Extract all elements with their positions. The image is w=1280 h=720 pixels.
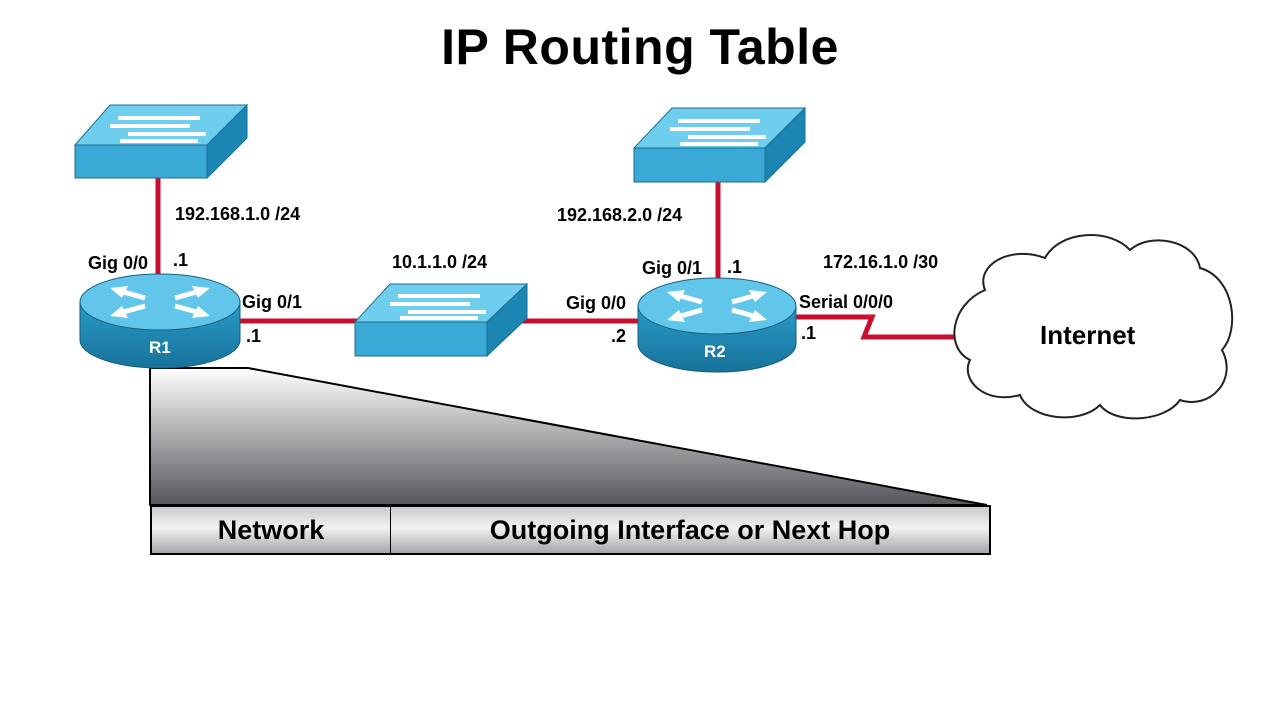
label-r1-gig00: Gig 0/0	[88, 253, 149, 273]
label-r2-gig01: Gig 0/1	[642, 258, 703, 278]
label-r2-gig01-ip: .1	[727, 257, 743, 277]
label-network-wan: 172.16.1.0 /30	[823, 252, 939, 272]
column-header-network: Network	[152, 507, 391, 553]
label-network-transit: 10.1.1.0 /24	[392, 252, 488, 272]
router-r2	[637, 277, 797, 373]
switch-lan1	[73, 103, 249, 180]
routing-table-header: Network Outgoing Interface or Next Hop	[150, 505, 991, 555]
label-network-lan1: 192.168.1.0 /24	[175, 204, 301, 224]
internet-label: Internet	[1040, 320, 1136, 350]
label-r2-gig00-ip: .2	[611, 326, 627, 346]
router-r1	[79, 273, 241, 369]
router-r1-label: R1	[149, 338, 171, 357]
switch-transit	[353, 282, 529, 358]
label-r1-gig01: Gig 0/1	[242, 292, 303, 312]
router-r2-label: R2	[704, 342, 726, 361]
switch-lan2	[632, 106, 807, 184]
internet-cloud	[953, 234, 1234, 420]
label-r2-serial: Serial 0/0/0	[799, 292, 894, 312]
column-header-next-hop: Outgoing Interface or Next Hop	[489, 514, 891, 545]
label-r1-gig01-ip: .1	[246, 326, 262, 346]
label-r2-serial-ip: .1	[801, 323, 817, 343]
label-r1-gig00-ip: .1	[173, 250, 189, 270]
link-r2-internet-serial	[790, 314, 960, 340]
label-network-lan2: 192.168.2.0 /24	[557, 205, 683, 225]
zoom-wedge	[149, 367, 988, 506]
page-title: IP Routing Table	[441, 19, 839, 75]
label-r2-gig00: Gig 0/0	[566, 293, 627, 313]
